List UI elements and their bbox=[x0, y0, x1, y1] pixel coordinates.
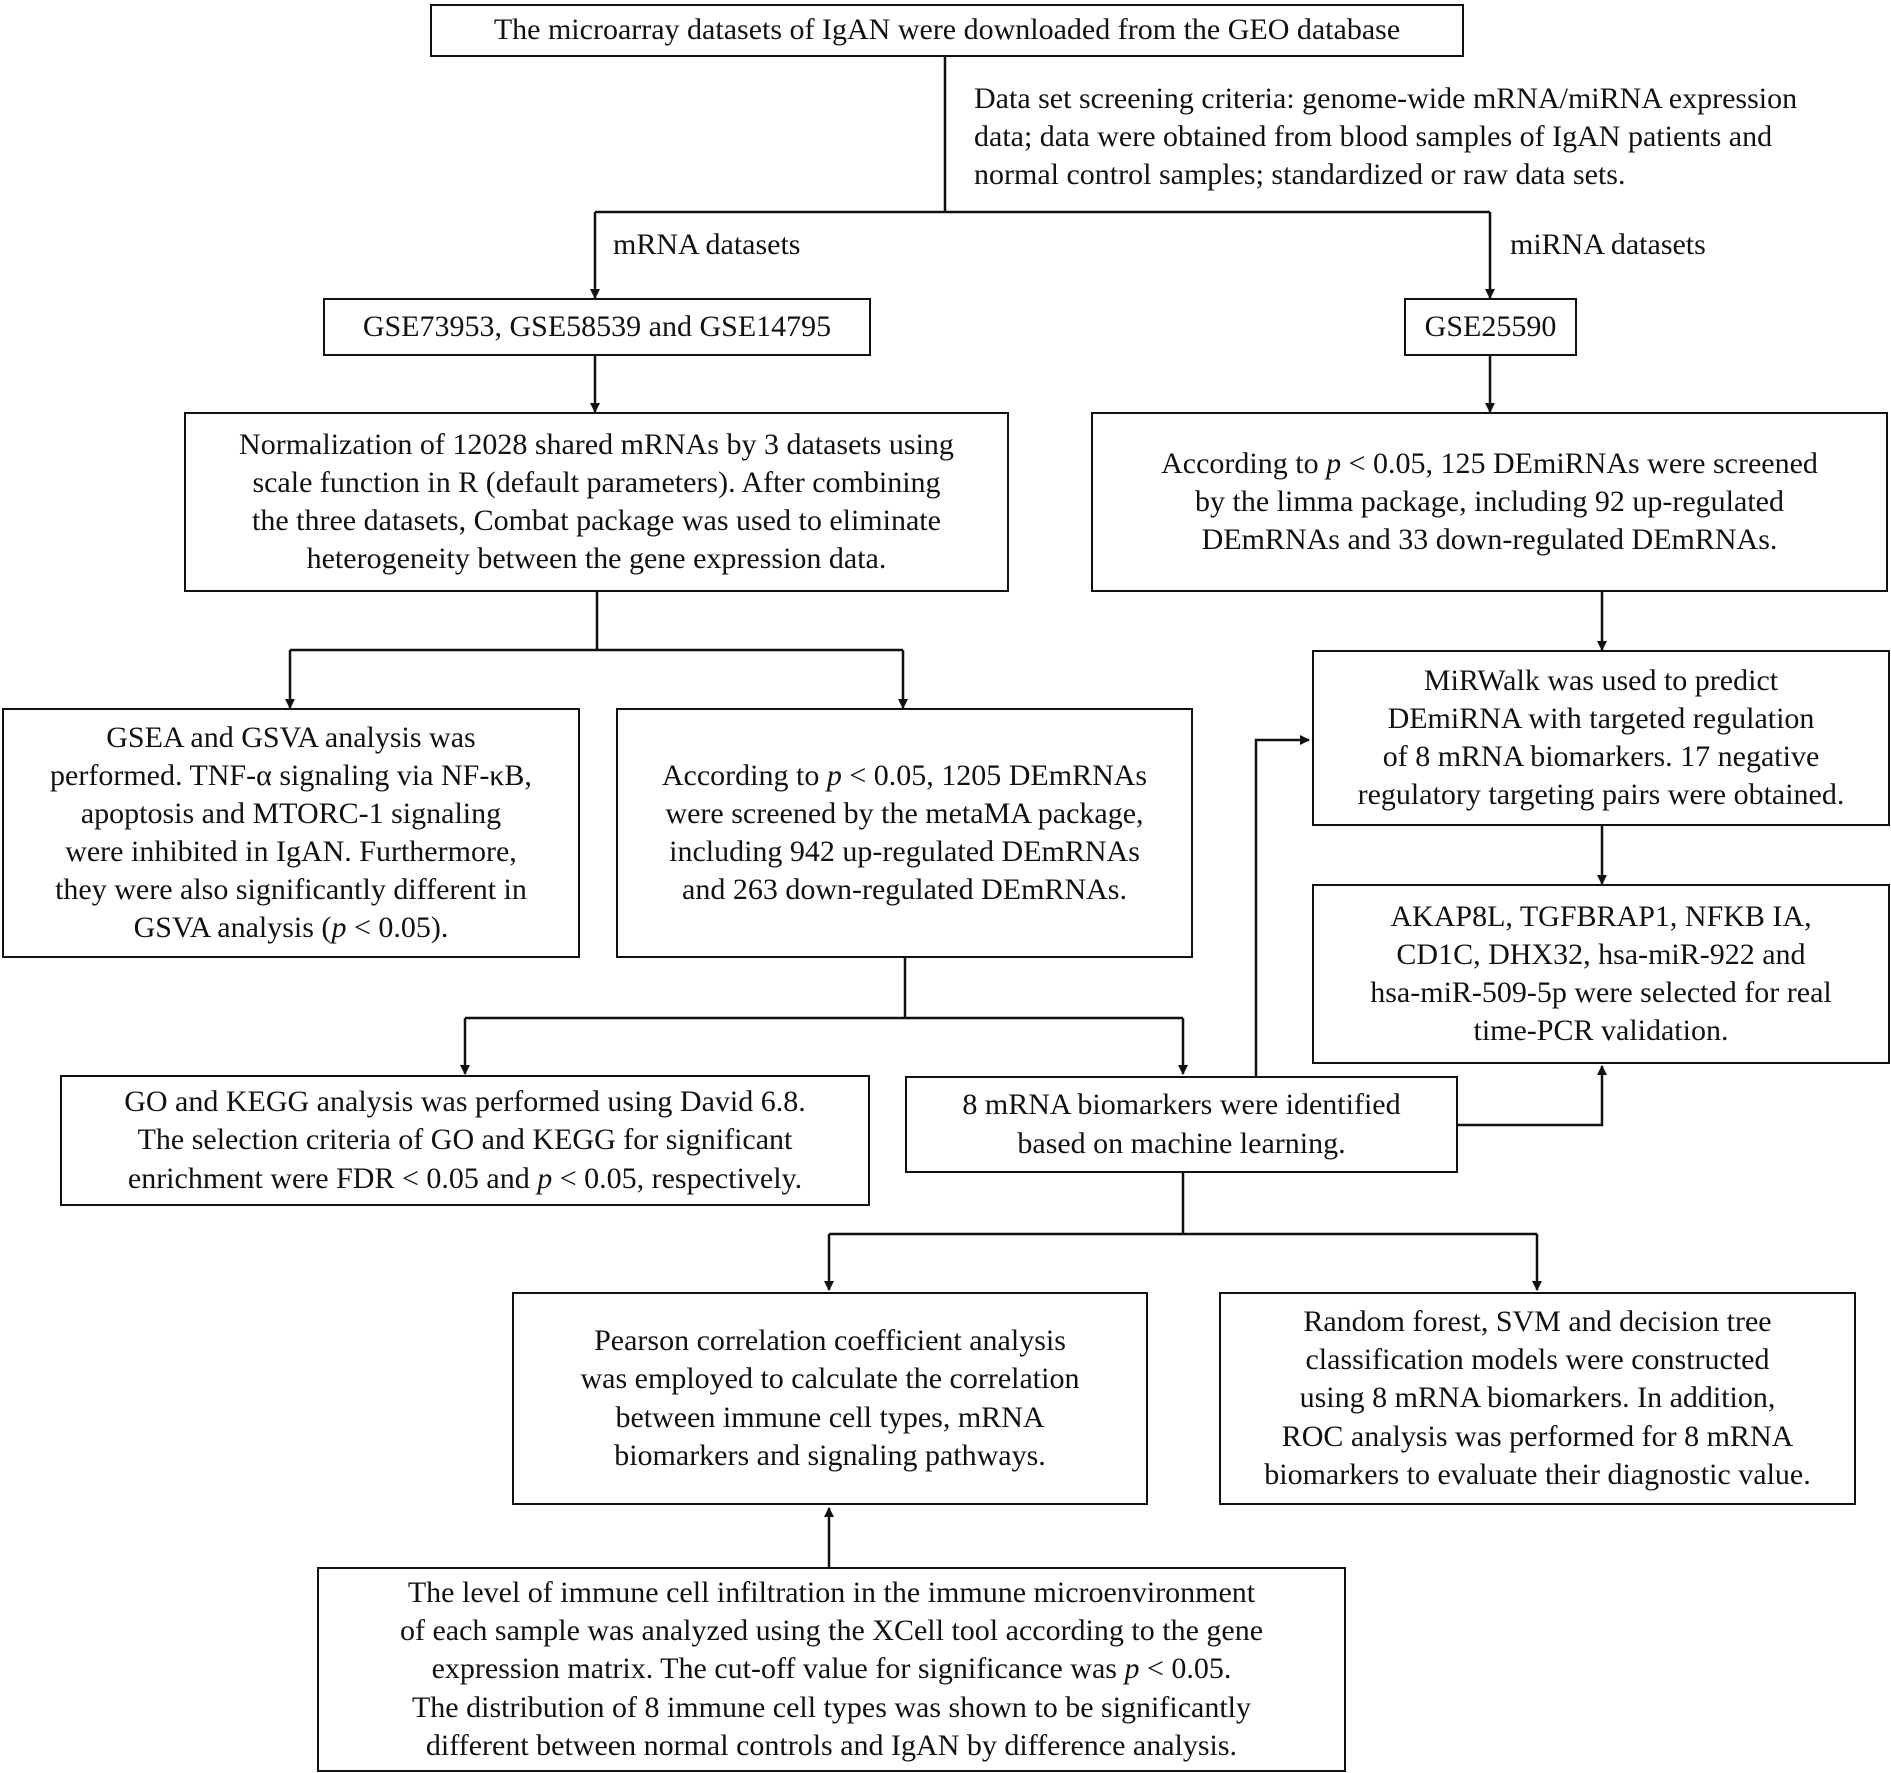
normalization-line-4: heterogeneity between the gene expressio… bbox=[306, 542, 887, 576]
mirna-dataset-text: GSE25590 bbox=[1424, 309, 1557, 343]
demrna-line-4: and 263 down-regulated DEmRNAs. bbox=[682, 873, 1127, 907]
pearson-line-3: between immune cell types, mRNA bbox=[615, 1400, 1045, 1434]
mirwalk-prediction-box: MiRWalk was used to predict DEmiRNA with… bbox=[1312, 650, 1890, 826]
mrna-datasets-box: GSE73953, GSE58539 and GSE14795 bbox=[323, 298, 871, 356]
go-kegg-line-2: The selection criteria of GO and KEGG fo… bbox=[137, 1123, 793, 1157]
pearson-line-4: biomarkers and signaling pathways. bbox=[614, 1438, 1046, 1472]
normalization-line-2: scale function in R (default parameters)… bbox=[252, 465, 941, 499]
mirwalk-line-3: of 8 mRNA biomarkers. 17 negative bbox=[1382, 740, 1820, 773]
pearson-correlation-box: Pearson correlation coefficient analysis… bbox=[512, 1292, 1148, 1505]
go-kegg-line-1: GO and KEGG analysis was performed using… bbox=[124, 1085, 806, 1119]
demirna-line-3: DEmRNAs and 33 down-regulated DEmRNAs. bbox=[1201, 523, 1778, 557]
xcell-infiltration-box: The level of immune cell infiltration in… bbox=[317, 1567, 1346, 1772]
normalization-box: Normalization of 12028 shared mRNAs by 3… bbox=[184, 412, 1009, 592]
go-kegg-box: GO and KEGG analysis was performed using… bbox=[60, 1075, 870, 1206]
gsea-gsva-box: GSEA and GSVA analysis was performed. TN… bbox=[2, 708, 580, 958]
demirna-line-2: by the limma package, including 92 up-re… bbox=[1195, 484, 1784, 518]
xcell-line-2: of each sample was analyzed using the XC… bbox=[399, 1614, 1264, 1648]
gsea-line-5: they were also significantly different i… bbox=[55, 873, 527, 907]
mirwalk-line-2: DEmiRNA with targeted regulation bbox=[1387, 701, 1815, 735]
mirna-branch-label: miRNA datasets bbox=[1510, 228, 1706, 261]
pearson-line-1: Pearson correlation coefficient analysis bbox=[594, 1324, 1066, 1358]
xcell-line-1: The level of immune cell infiltration in… bbox=[407, 1576, 1256, 1610]
geo-download-box: The microarray datasets of IgAN were dow… bbox=[430, 4, 1464, 57]
demrna-line-2: were screened by the metaMA package, bbox=[665, 796, 1144, 830]
biomarkers-line-2: based on machine learning. bbox=[1017, 1126, 1346, 1160]
gsea-line-2: performed. TNF-α signaling via NF-κB, bbox=[50, 758, 532, 792]
criteria-line-3: normal control samples; standardized or … bbox=[974, 158, 1626, 192]
demrna-screening-box: According to p < 0.05, 1205 DEmRNAs were… bbox=[616, 708, 1193, 958]
gsea-line-3: apoptosis and MTORC-1 signaling bbox=[80, 796, 502, 830]
gsea-line-4: were inhibited in IgAN. Furthermore, bbox=[65, 835, 517, 868]
demrna-line-3: including 942 up-regulated DEmRNAs bbox=[669, 835, 1140, 868]
xcell-line-4: The distribution of 8 immune cell types … bbox=[411, 1690, 1252, 1724]
biomarkers-line-1: 8 mRNA biomarkers were identified bbox=[962, 1088, 1401, 1122]
mirwalk-line-4: regulatory targeting pairs were obtained… bbox=[1357, 778, 1845, 812]
pearson-line-2: was employed to calculate the correlatio… bbox=[580, 1362, 1080, 1396]
gsea-line-6: GSVA analysis (p < 0.05). bbox=[133, 911, 449, 945]
arrow-biomarkers-to-validation bbox=[1456, 1065, 1607, 1127]
mirna-dataset-box: GSE25590 bbox=[1404, 298, 1577, 356]
xcell-line-3: expression matrix. The cut-off value for… bbox=[431, 1652, 1232, 1686]
pcr-validation-box: AKAP8L, TGFBRAP1, NFKB IA, CD1C, DHX32, … bbox=[1312, 884, 1890, 1064]
gsea-line-1: GSEA and GSVA analysis was bbox=[106, 720, 476, 754]
mrna-datasets-text: GSE73953, GSE58539 and GSE14795 bbox=[362, 309, 832, 343]
criteria-line-1: Data set screening criteria: genome-wide… bbox=[974, 82, 1798, 115]
validation-line-4: time-PCR validation. bbox=[1473, 1014, 1729, 1048]
classifier-line-4: ROC analysis was performed for 8 mRNA bbox=[1281, 1419, 1794, 1453]
classifier-line-3: using 8 mRNA biomarkers. In addition, bbox=[1299, 1381, 1776, 1415]
normalization-line-3: the three datasets, Combat package was u… bbox=[252, 504, 941, 537]
demrna-line-1: According to p < 0.05, 1205 DEmRNAs bbox=[661, 758, 1148, 792]
demirna-screening-box: According to p < 0.05, 125 DEmiRNAs were… bbox=[1091, 412, 1888, 592]
validation-line-1: AKAP8L, TGFBRAP1, NFKB IA, bbox=[1390, 899, 1812, 933]
validation-line-2: CD1C, DHX32, hsa-miR-922 and bbox=[1396, 937, 1806, 971]
geo-download-text: The microarray datasets of IgAN were dow… bbox=[493, 13, 1401, 47]
classifier-line-5: biomarkers to evaluate their diagnostic … bbox=[1264, 1457, 1811, 1491]
classifier-line-2: classification models were constructed bbox=[1305, 1343, 1770, 1377]
go-kegg-line-3: enrichment were FDR < 0.05 and p < 0.05,… bbox=[127, 1161, 803, 1195]
validation-line-3: hsa-miR-509-5p were selected for real bbox=[1370, 976, 1832, 1009]
biomarkers-identified-box: 8 mRNA biomarkers were identified based … bbox=[905, 1076, 1458, 1173]
classifier-line-1: Random forest, SVM and decision tree bbox=[1303, 1305, 1772, 1339]
criteria-line-2: data; data were obtained from blood samp… bbox=[974, 120, 1773, 154]
demirna-line-1: According to p < 0.05, 125 DEmiRNAs were… bbox=[1161, 446, 1818, 480]
mirwalk-line-1: MiRWalk was used to predict bbox=[1423, 663, 1779, 697]
arrow-biomarkers-to-mirwalk bbox=[1254, 735, 1310, 1078]
normalization-line-1: Normalization of 12028 shared mRNAs by 3… bbox=[239, 427, 954, 461]
mrna-branch-label: mRNA datasets bbox=[613, 228, 801, 261]
xcell-line-5: different between normal controls and Ig… bbox=[425, 1728, 1238, 1762]
classifier-roc-box: Random forest, SVM and decision tree cla… bbox=[1219, 1292, 1856, 1505]
screening-criteria-note: Data set screening criteria: genome-wide… bbox=[974, 80, 1891, 194]
